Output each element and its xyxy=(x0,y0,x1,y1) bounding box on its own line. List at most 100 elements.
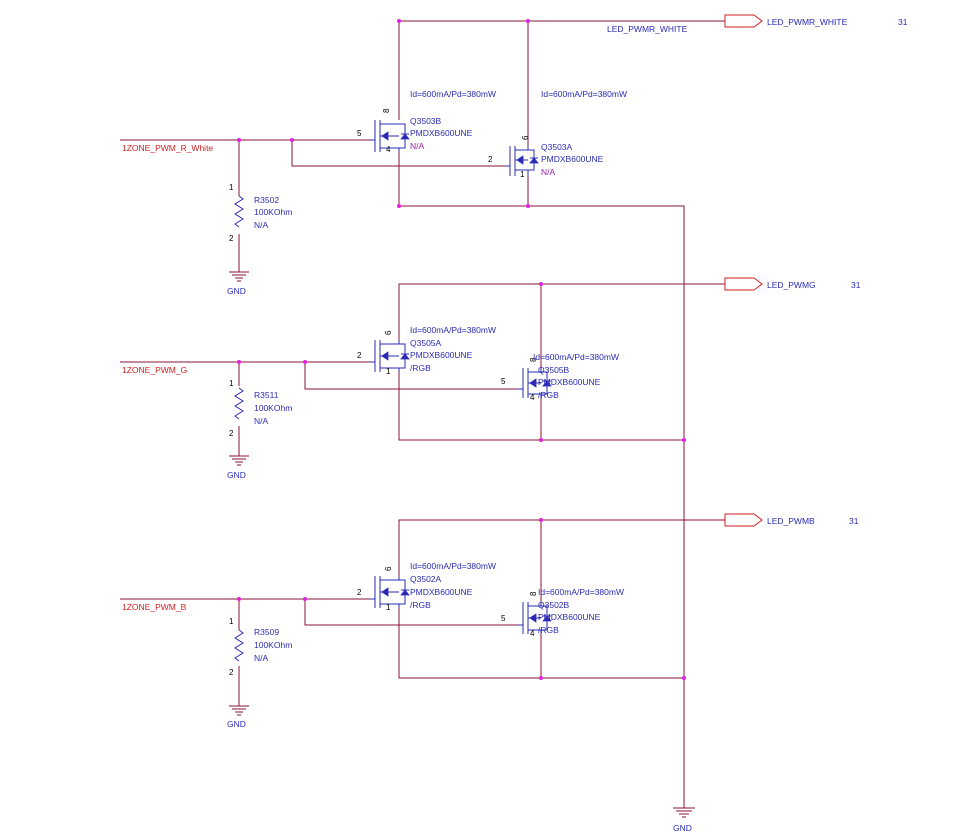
resistor-note: N/A xyxy=(254,653,269,663)
junction-dot xyxy=(290,138,294,142)
mosfet-variant: /RGB xyxy=(538,625,559,635)
junction-dot xyxy=(682,438,686,442)
mosfet-q3502a: 6 2 1 Id=600mA/Pd=380mW Q3502A PMDXB600U… xyxy=(357,561,496,612)
mosfet-ref: Q3503A xyxy=(541,142,573,152)
input-net-label-white: 1ZONE_PWM_R_White xyxy=(122,143,213,153)
mosfet-rating: Id=600mA/Pd=380mW xyxy=(410,561,496,571)
mosfet-q3505a: 6 2 1 Id=600mA/Pd=380mW Q3505A PMDXB600U… xyxy=(357,325,496,376)
pin-label: 5 xyxy=(501,614,506,623)
gnd-label: GND xyxy=(227,719,246,729)
mosfet-ref: Q3503B xyxy=(410,116,442,126)
mosfet-part: PMDXB600UNE xyxy=(410,350,473,360)
resistor-ref: R3502 xyxy=(254,195,279,205)
pin-label: 8 xyxy=(529,591,538,596)
pin-label: 4 xyxy=(530,629,535,638)
resistor-zigzag xyxy=(234,195,244,228)
pin-label: 2 xyxy=(357,588,362,597)
gnd-icon xyxy=(229,455,249,466)
offpage-connector-icon xyxy=(724,277,763,291)
pin-label: 5 xyxy=(357,129,362,138)
pin-label: 4 xyxy=(386,145,391,154)
junction-dot xyxy=(237,597,241,601)
pin-label: 1 xyxy=(229,379,234,388)
mosfet-q3502b: 8 5 4 Id=600mA/Pd=380mW Q3502B PMDXB600U… xyxy=(501,587,624,638)
gnd-bus-wire xyxy=(399,205,685,808)
mosfet-part: PMDXB600UNE xyxy=(541,154,604,164)
port-led-pwmb[interactable]: LED_PWMB 31 xyxy=(724,513,859,527)
gnd-symbol-main: GND xyxy=(673,807,695,833)
resistor-value: 100KOhm xyxy=(254,640,292,650)
pin-label: 1 xyxy=(386,367,391,376)
junction-dot xyxy=(526,19,530,23)
diode-icon xyxy=(529,157,539,164)
diode-icon xyxy=(542,615,552,622)
junction-dot xyxy=(539,676,543,680)
gnd-label: GND xyxy=(673,823,692,833)
resistor-zigzag xyxy=(234,629,244,662)
mosfet-gate-line xyxy=(518,368,524,398)
junction-dot xyxy=(526,204,530,208)
pin-label: 1 xyxy=(386,603,391,612)
port-label: LED_PWMG xyxy=(767,280,816,290)
mosfet-variant: /RGB xyxy=(410,363,431,373)
resistor-note: N/A xyxy=(254,416,269,426)
mosfet-rating: Id=600mA/Pd=380mW xyxy=(541,89,627,99)
wires xyxy=(120,20,725,808)
page-ref: 31 xyxy=(851,280,861,290)
mosfet-q3503a: 6 2 1 Id=600mA/Pd=380mW Q3503A PMDXB600U… xyxy=(488,89,627,179)
g-gate2-wire xyxy=(304,362,518,390)
pin-label: 1 xyxy=(229,617,234,626)
offpage-connector-icon xyxy=(724,513,763,527)
pin-label: 2 xyxy=(488,155,493,164)
resistor-value: 100KOhm xyxy=(254,207,292,217)
resistor-ref: R3509 xyxy=(254,627,279,637)
gnd-symbol-b: GND xyxy=(227,705,249,729)
mosfet-gate-line xyxy=(370,340,376,372)
page-ref: 31 xyxy=(898,17,908,27)
mosfet-part: PMDXB600UNE xyxy=(410,128,473,138)
port-led-pwmg[interactable]: LED_PWMG 31 xyxy=(724,277,861,291)
diode-icon xyxy=(542,380,552,387)
pin-label: 2 xyxy=(229,234,234,243)
mosfet-ref: Q3505B xyxy=(538,365,570,375)
mosfet-arrow-icon xyxy=(381,351,389,361)
mosfet-ref: Q3502B xyxy=(538,600,570,610)
mosfet-rating: Id=600mA/Pd=380mW xyxy=(538,587,624,597)
mosfet-variant: /RGB xyxy=(410,600,431,610)
diode-icon xyxy=(400,133,410,140)
junction-dot xyxy=(397,19,401,23)
gnd-label: GND xyxy=(227,286,246,296)
white-drain-bus xyxy=(398,20,725,120)
resistor-r3502: 1 2 R3502 100KOhm N/A xyxy=(229,183,292,243)
mosfet-arrow-icon xyxy=(529,613,537,623)
net-wire-label: LED_PWMR_WHITE xyxy=(607,24,688,34)
resistor-ref: R3511 xyxy=(254,390,279,400)
mosfet-rating: Id=600mA/Pd=380mW xyxy=(410,325,496,335)
mosfet-gate-line xyxy=(370,120,376,152)
mosfet-arrow-icon xyxy=(381,131,389,141)
mosfet-part: PMDXB600UNE xyxy=(538,612,601,622)
junctions xyxy=(237,19,686,680)
junction-dot xyxy=(237,138,241,142)
diode-icon xyxy=(400,589,410,596)
port-led-pwmr-white[interactable]: LED_PWMR_WHITE 31 LED_PWMR_WHITE xyxy=(607,14,908,34)
junction-dot xyxy=(539,282,543,286)
gnd-icon xyxy=(673,807,695,818)
input-net-label-g: 1ZONE_PWM_G xyxy=(122,365,187,375)
resistor-r3509: 1 2 R3509 100KOhm N/A xyxy=(229,617,292,677)
pin-label: 1 xyxy=(520,170,525,179)
mosfet-gate-line xyxy=(370,576,376,608)
junction-dot xyxy=(303,360,307,364)
junction-dot xyxy=(397,204,401,208)
page-ref: 31 xyxy=(849,516,859,526)
mosfet-arrow-icon xyxy=(529,378,537,388)
mosfet-arrow-icon xyxy=(381,587,389,597)
gnd-icon xyxy=(229,705,249,716)
mosfet-rating: Id=600mA/Pd=380mW xyxy=(533,352,619,362)
mosfet-variant: N/A xyxy=(541,167,556,177)
mosfet-gate-line xyxy=(518,602,524,634)
white-gate2-wire xyxy=(291,140,505,167)
pin-label: 6 xyxy=(521,135,530,140)
offpage-connector-icon xyxy=(724,14,763,28)
